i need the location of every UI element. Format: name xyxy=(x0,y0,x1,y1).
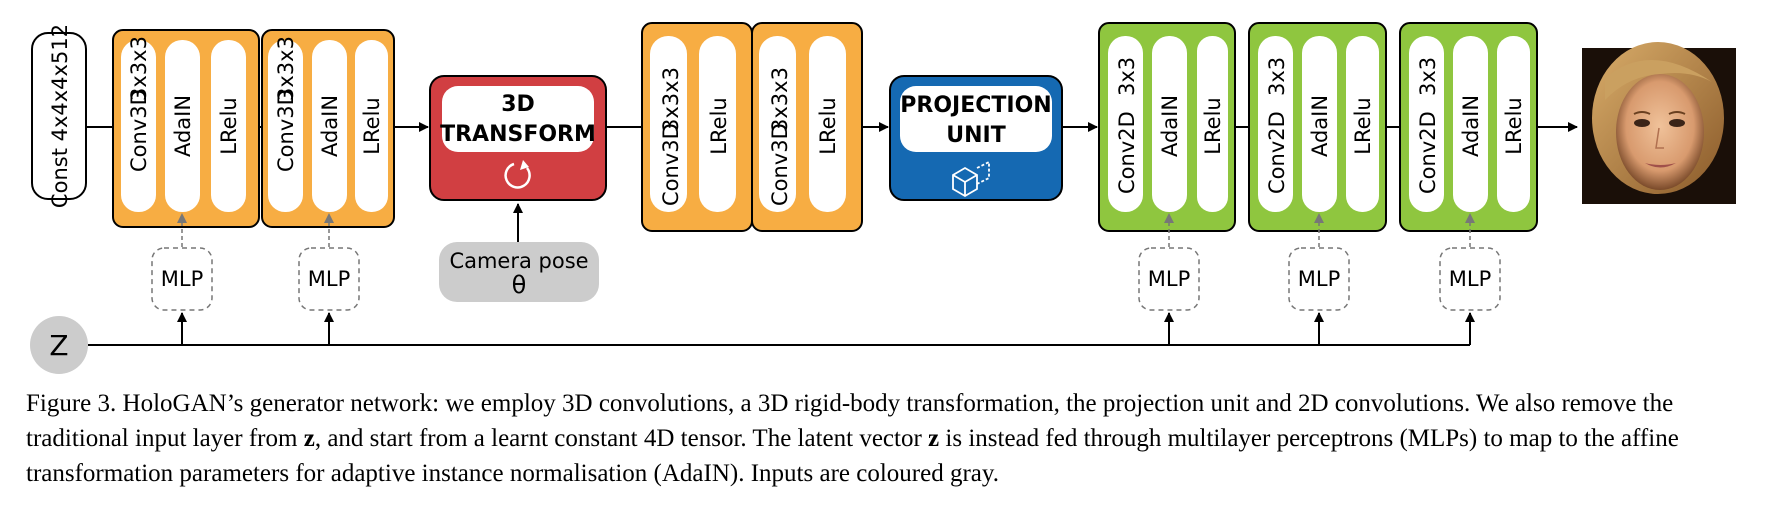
adain-label: AdaIN xyxy=(1308,95,1332,157)
lrelu-label: LRelu xyxy=(816,97,840,154)
mlp-label: MLP xyxy=(308,267,350,291)
caption-part2: , and start from a learnt constant 4D te… xyxy=(314,425,929,452)
caption-part1: HoloGAN’s generator network: we employ 3… xyxy=(26,390,1674,452)
camera-pose-label: Camera pose xyxy=(449,249,588,273)
kernel-label: 3x3 xyxy=(1416,57,1440,96)
const-input-label: Const 4x4x4x512 xyxy=(48,24,72,208)
lrelu-label: LRelu xyxy=(217,97,241,154)
z-label: Z xyxy=(49,329,68,362)
kernel-label: 3x3x3 xyxy=(127,36,151,101)
transform-line2: TRANSFORM xyxy=(440,122,596,147)
mlp-box-4: MLP xyxy=(1288,247,1350,311)
lrelu-label: LRelu xyxy=(707,97,731,154)
conv3d-block-2: Conv3D 3x3x3 AdaIN LRelu xyxy=(261,29,395,247)
caption-part3: is instead fed through multilayer percep… xyxy=(26,425,1679,487)
mlp-label: MLP xyxy=(161,267,203,291)
cube-icon xyxy=(952,160,990,198)
projection-line1: PROJECTION xyxy=(900,93,1051,118)
theta-symbol: θ xyxy=(512,271,527,299)
mlp-box-2: MLP xyxy=(298,247,360,311)
mlp-box-1: MLP xyxy=(151,247,213,311)
adain-label: AdaIN xyxy=(318,95,342,157)
conv3d-plain-block-1: Conv3D 3x3x3 LRelu xyxy=(641,22,753,232)
conv3d-label: Conv3D xyxy=(127,89,151,172)
kernel-label: 3x3x3 xyxy=(659,67,683,132)
conv3d-plain-block-2: Conv3D 3x3x3 LRelu xyxy=(751,22,863,232)
mlp-box-5: MLP xyxy=(1439,247,1501,311)
kernel-label: 3x3x3 xyxy=(274,36,298,101)
adain-label: AdaIN xyxy=(1158,95,1182,157)
mlp-label: MLP xyxy=(1449,267,1491,291)
transform-3d-block: 3D TRANSFORM xyxy=(429,75,607,201)
kernel-label: 3x3 xyxy=(1115,57,1139,96)
mlp-label: MLP xyxy=(1298,267,1340,291)
conv2d-block-3: Conv2D 3x3 AdaIN LRelu xyxy=(1399,22,1538,247)
adain-label: AdaIN xyxy=(1459,95,1483,157)
caption-z2: z xyxy=(928,425,940,452)
lrelu-label: LRelu xyxy=(1502,97,1526,154)
z-latent-input: Z xyxy=(30,312,1475,374)
rotate-icon xyxy=(504,160,531,189)
kernel-label: 3x3x3 xyxy=(768,67,792,132)
camera-pose-input: Camera pose θ xyxy=(439,203,599,302)
caption-label: Figure 3. xyxy=(26,390,117,417)
conv2d-block-2: Conv2D 3x3 AdaIN LRelu xyxy=(1248,22,1387,247)
conv2d-label: Conv2D xyxy=(1265,111,1289,194)
conv2d-label: Conv2D xyxy=(1416,111,1440,194)
figure-caption: Figure 3. HoloGAN’s generator network: w… xyxy=(26,386,1746,491)
conv2d-label: Conv2D xyxy=(1115,111,1139,194)
const-input-box: Const 4x4x4x512 xyxy=(31,24,87,208)
projection-line2: UNIT xyxy=(946,123,1005,148)
kernel-label: 3x3 xyxy=(1265,57,1289,96)
output-face-image xyxy=(1582,42,1736,204)
mlp-label: MLP xyxy=(1148,267,1190,291)
lrelu-label: LRelu xyxy=(1351,97,1375,154)
transform-line1: 3D xyxy=(501,92,535,117)
conv3d-label: Conv3D xyxy=(768,123,792,206)
conv3d-block-1: Conv3D 3x3x3 AdaIN LRelu xyxy=(112,29,260,247)
conv3d-label: Conv3D xyxy=(274,89,298,172)
lrelu-label: LRelu xyxy=(1201,97,1225,154)
adain-label: AdaIN xyxy=(171,95,195,157)
caption-z1: z xyxy=(303,425,315,452)
projection-unit-block: PROJECTION UNIT xyxy=(889,75,1063,201)
conv2d-block-1: Conv2D 3x3 AdaIN LRelu xyxy=(1098,22,1236,247)
lrelu-label: LRelu xyxy=(360,97,384,154)
mlp-box-3: MLP xyxy=(1138,247,1200,311)
conv3d-label: Conv3D xyxy=(659,123,683,206)
